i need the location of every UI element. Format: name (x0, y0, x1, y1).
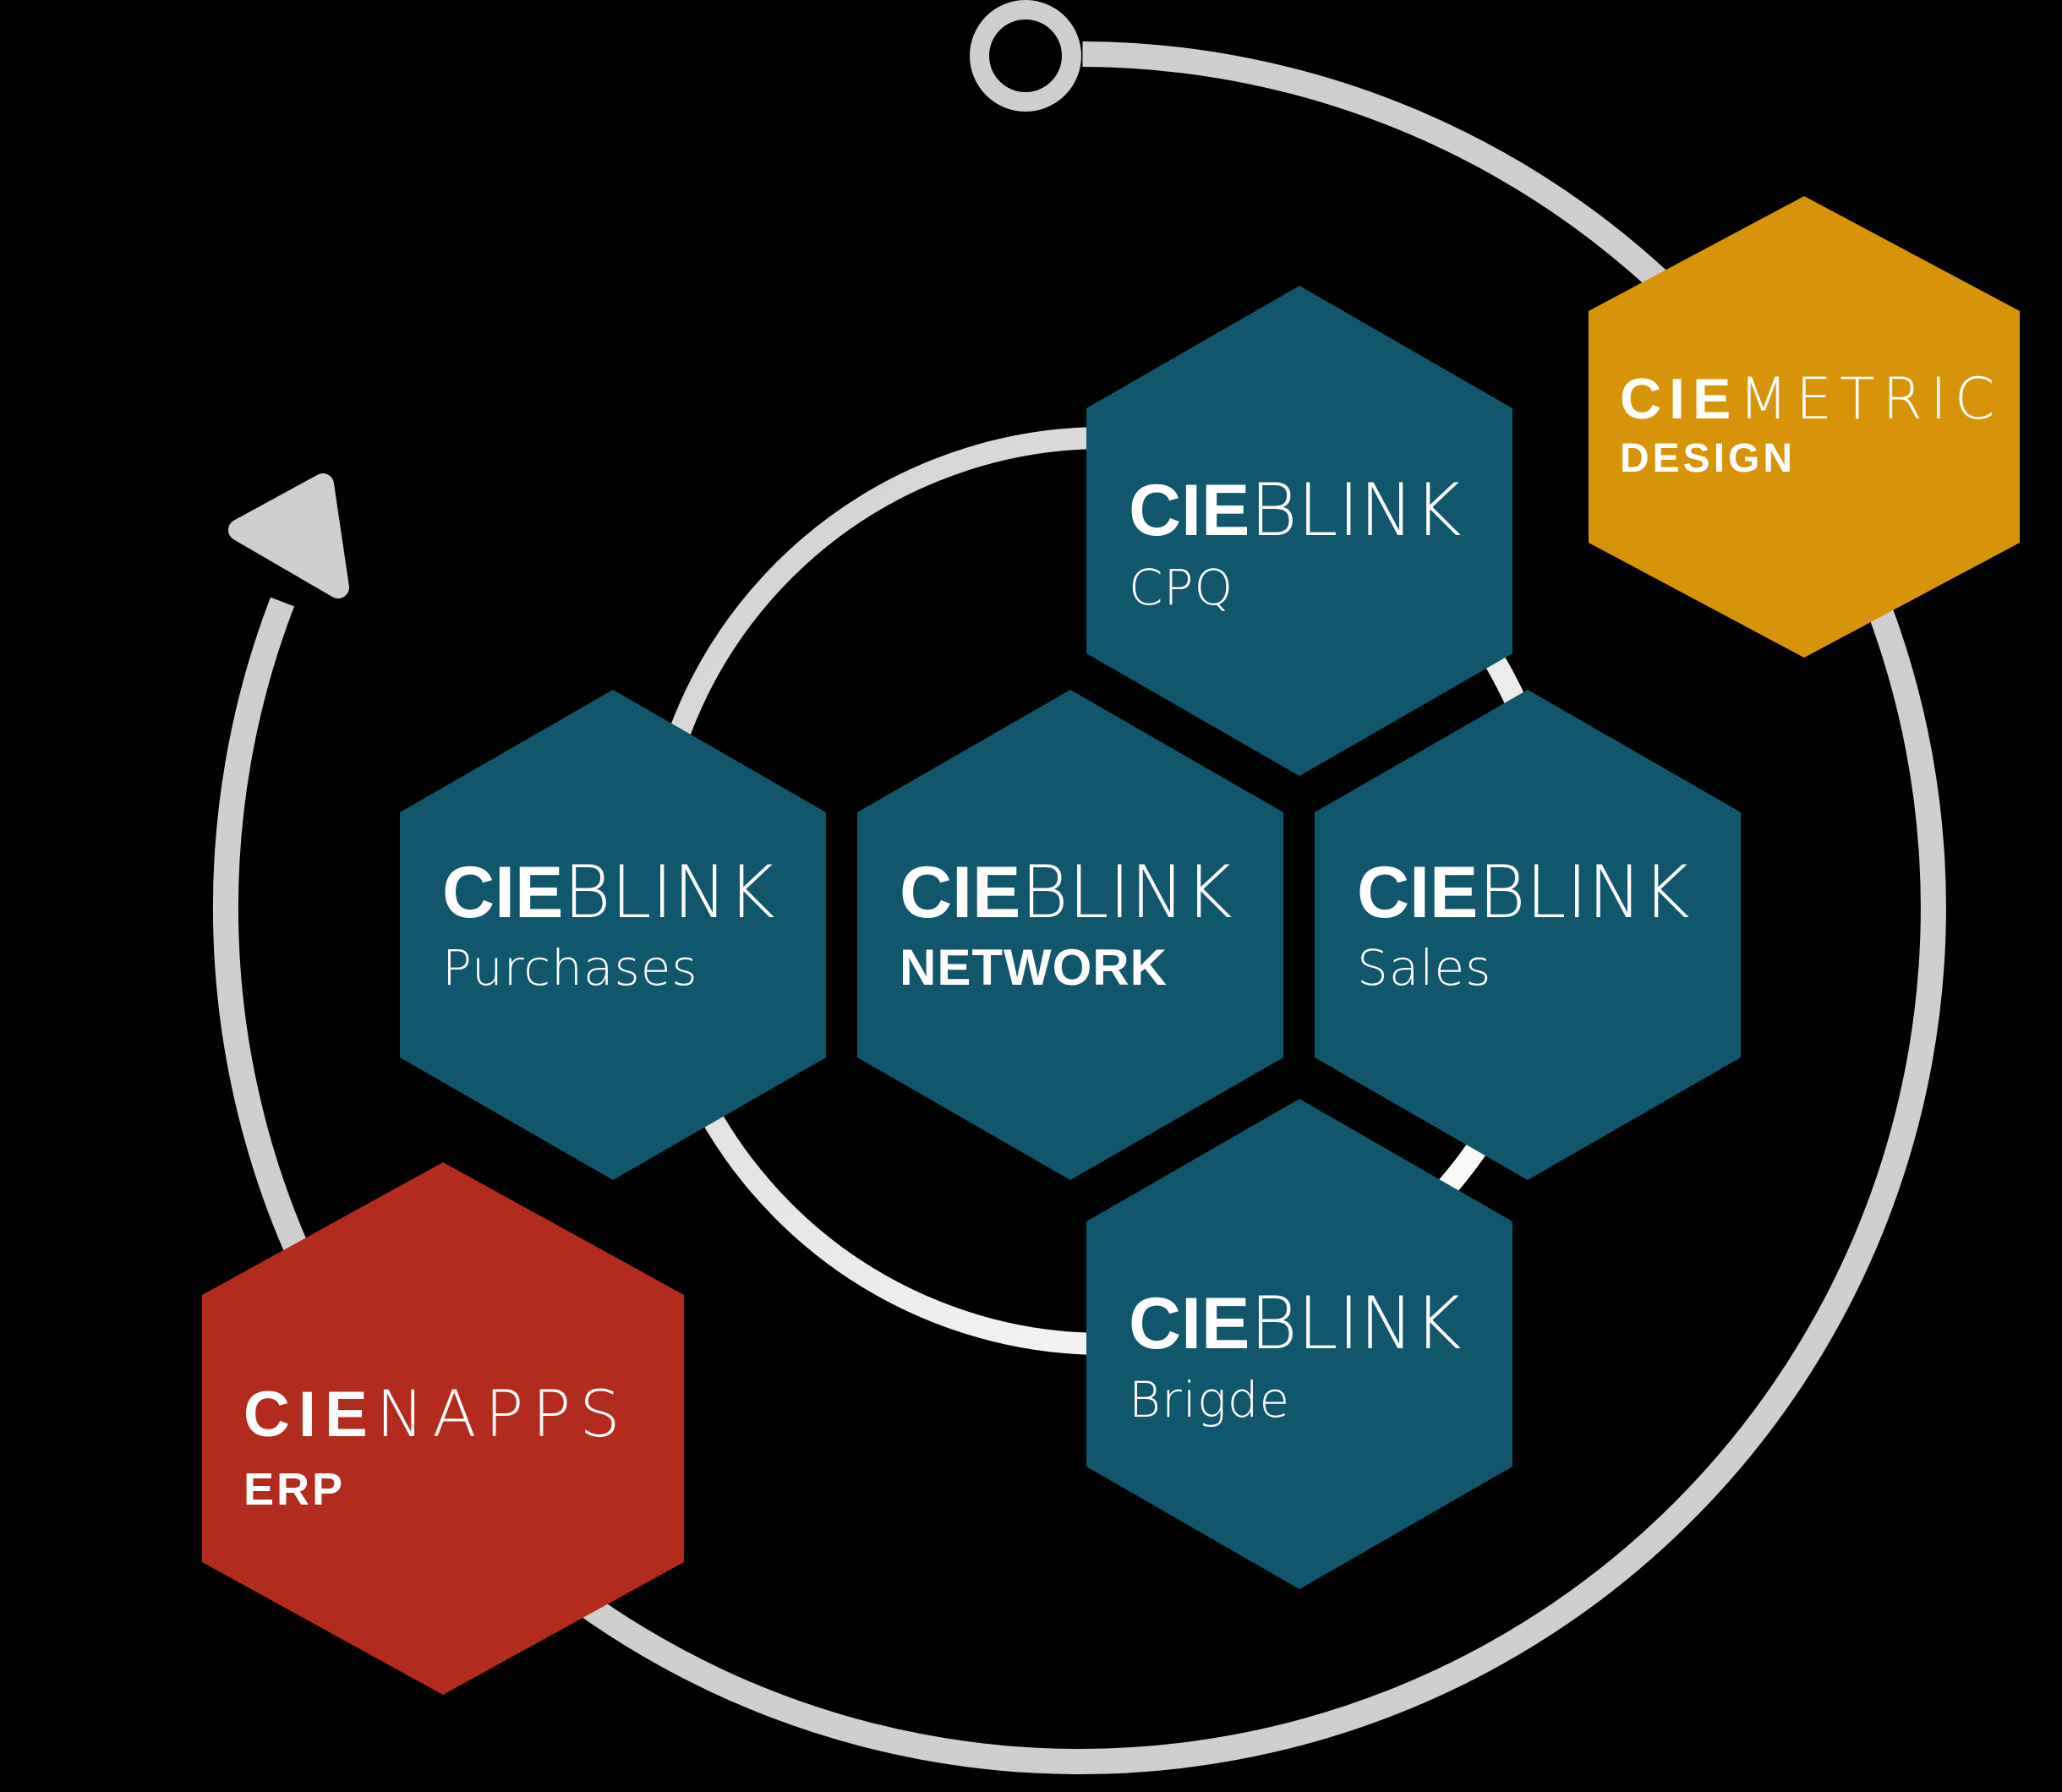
hexagon-title: CIENAPPS (243, 1376, 628, 1451)
hexagon-subtitle: DESIGN (1620, 436, 1796, 481)
hexagon-subtitle: Brigde (1129, 1371, 1290, 1429)
hexagon-ciemetric-design: CIEMETRIC DESIGN (1589, 196, 2020, 658)
hexagon-subtitle: Purchases (442, 939, 698, 997)
hexagon-cieblink-network: CIEBLINK NETWORK (857, 690, 1283, 1180)
hexagon-shape (1086, 286, 1512, 776)
hexagon-title: CIEBLINK (1129, 468, 1462, 553)
hexagon-cieblink-purchases: CIEBLINK Purchases (400, 690, 826, 1180)
hexagon-subtitle: Sales (1357, 939, 1491, 997)
hexagon-subtitle: ERP (243, 1464, 345, 1515)
cycle-arrowhead-icon (228, 473, 349, 598)
hexagon-shape (857, 690, 1283, 1180)
cycle-start-ring-icon (970, 0, 1081, 112)
hexagon-cieblink-cpq: CIEBLINK CPQ (1086, 286, 1512, 776)
hexagon-cieblink-brigde: CIEBLINK Brigde (1086, 1099, 1512, 1589)
hexagon-subtitle: NETWORK (900, 939, 1168, 996)
hexagon-cieblink-sales: CIEBLINK Sales (1315, 690, 1741, 1180)
hexagon-title: CIEBLINK (1357, 850, 1690, 935)
hexagon-title: CIEBLINK (900, 850, 1233, 935)
hexagon-subtitle: CPQ (1129, 559, 1233, 616)
hexagon-shape (400, 690, 826, 1180)
hexagon-shape (1315, 690, 1741, 1180)
hexagon-title: CIEBLINK (442, 850, 775, 935)
hexagon-shape (202, 1162, 684, 1695)
hexagon-cienapps-erp: CIENAPPS ERP (202, 1162, 684, 1695)
hexagon-shape (1086, 1099, 1512, 1589)
hexagon-shape (1589, 196, 2020, 658)
hexagon-title: CIEBLINK (1129, 1281, 1462, 1366)
hexagon-title: CIEMETRIC (1620, 366, 2002, 433)
